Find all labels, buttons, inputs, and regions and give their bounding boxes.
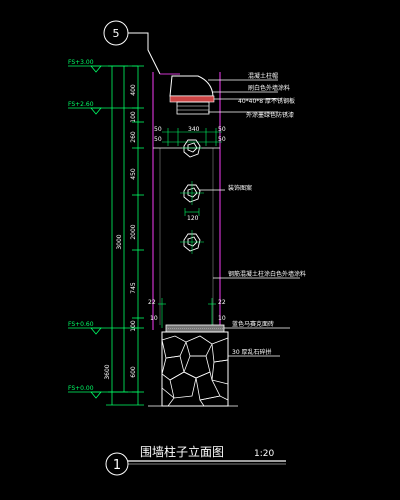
dim-label: 50 [154, 126, 162, 133]
dim-label: 400 [130, 84, 137, 96]
elevation-triangle-icon [90, 327, 102, 335]
annotation-rc-column: 钢筋混凝土柱涂白色外墙涂料 [228, 270, 306, 278]
dim-label: 120 [187, 215, 199, 222]
medallion-icon [180, 230, 204, 254]
dim-label: 450 [130, 168, 137, 180]
elevation-markers: FS+3.00 FS+2.60 FS+0.60 FS+0.00 [68, 59, 138, 399]
elevation-label: FS+2.60 [68, 101, 94, 108]
dim-label: 22 [218, 299, 226, 306]
annotation-white-paint: 刷白色外墙涂料 [248, 84, 290, 92]
annotation-leaders [200, 79, 300, 357]
cap-dimensions [162, 128, 222, 146]
annotations: 混凝土柱帽 刷白色外墙涂料 40*40*8 厚不锈钢板 外涂墨绿色防锈漆 装饰图… [228, 72, 306, 356]
rubble-stone-base [161, 331, 229, 407]
dim-label: 50 [218, 136, 226, 143]
dim-label: 100 [130, 111, 137, 123]
elevation-label: FS+3.00 [68, 59, 94, 66]
vertical-dimension-chain [106, 65, 144, 406]
rubble-stones [161, 335, 229, 407]
section-marker: 5 [103, 20, 161, 75]
panel-width-dimension: 120 [184, 208, 200, 222]
elevation-triangle-icon [90, 107, 102, 115]
base-dimensions [158, 298, 216, 328]
dim-label: 10 [218, 315, 226, 322]
cap-dimension-labels: 50 340 50 50 50 [154, 126, 226, 143]
base-dimension-labels: 22 22 10 10 [148, 299, 226, 322]
medallion-icon [180, 181, 204, 205]
vertical-dimension-labels: 400 100 260 450 2000 745 100 600 3000 36… [104, 84, 137, 380]
cap-dome [169, 75, 214, 97]
dim-label: 50 [218, 126, 226, 133]
dim-label: 100 [130, 320, 137, 332]
drawing-scale: 1:20 [254, 449, 274, 459]
dim-label: 10 [150, 315, 158, 322]
dim-label: 600 [130, 366, 137, 378]
column-base [148, 324, 238, 407]
decorative-pattern [180, 139, 204, 254]
annotation-mosaic-tile: 蓝色马赛克面砖 [232, 320, 274, 328]
elevation-label: FS+0.60 [68, 321, 94, 328]
elevation-triangle-icon [90, 391, 102, 399]
column-body [152, 72, 221, 330]
section-marker-label: 5 [113, 27, 120, 40]
dim-total-outer-label: 3600 [104, 364, 111, 379]
column-cap [169, 75, 215, 115]
dim-label: 745 [130, 282, 137, 294]
dim-label: 260 [130, 131, 137, 143]
annotation-steel-plate: 40*40*8 厚不锈钢板 [238, 97, 295, 105]
drawing-title: 围墙柱子立面图 [140, 444, 224, 459]
elevation-triangle-icon [90, 65, 102, 73]
medallion-icon [182, 139, 202, 158]
section-leader [128, 32, 161, 75]
dim-total-label: 3000 [116, 234, 123, 249]
annotation-concrete-cap: 混凝土柱帽 [248, 72, 278, 80]
annotation-decorative-pattern: 装饰图案 [228, 184, 252, 192]
cap-band [169, 95, 215, 103]
cap-neck [176, 101, 210, 115]
dim-label: 340 [188, 126, 200, 133]
dim-label: 2000 [130, 224, 137, 239]
dim-label: 22 [148, 299, 156, 306]
annotation-rubble-stone: 30 厚乱石碎拼 [232, 348, 272, 356]
detail-number: 1 [113, 458, 121, 473]
elevation-label: FS+0.00 [68, 385, 94, 392]
annotation-rust-paint: 外涂墨绿色防锈漆 [246, 111, 294, 119]
dim-label: 50 [154, 136, 162, 143]
title-block: 1 围墙柱子立面图 1:20 [105, 444, 286, 476]
